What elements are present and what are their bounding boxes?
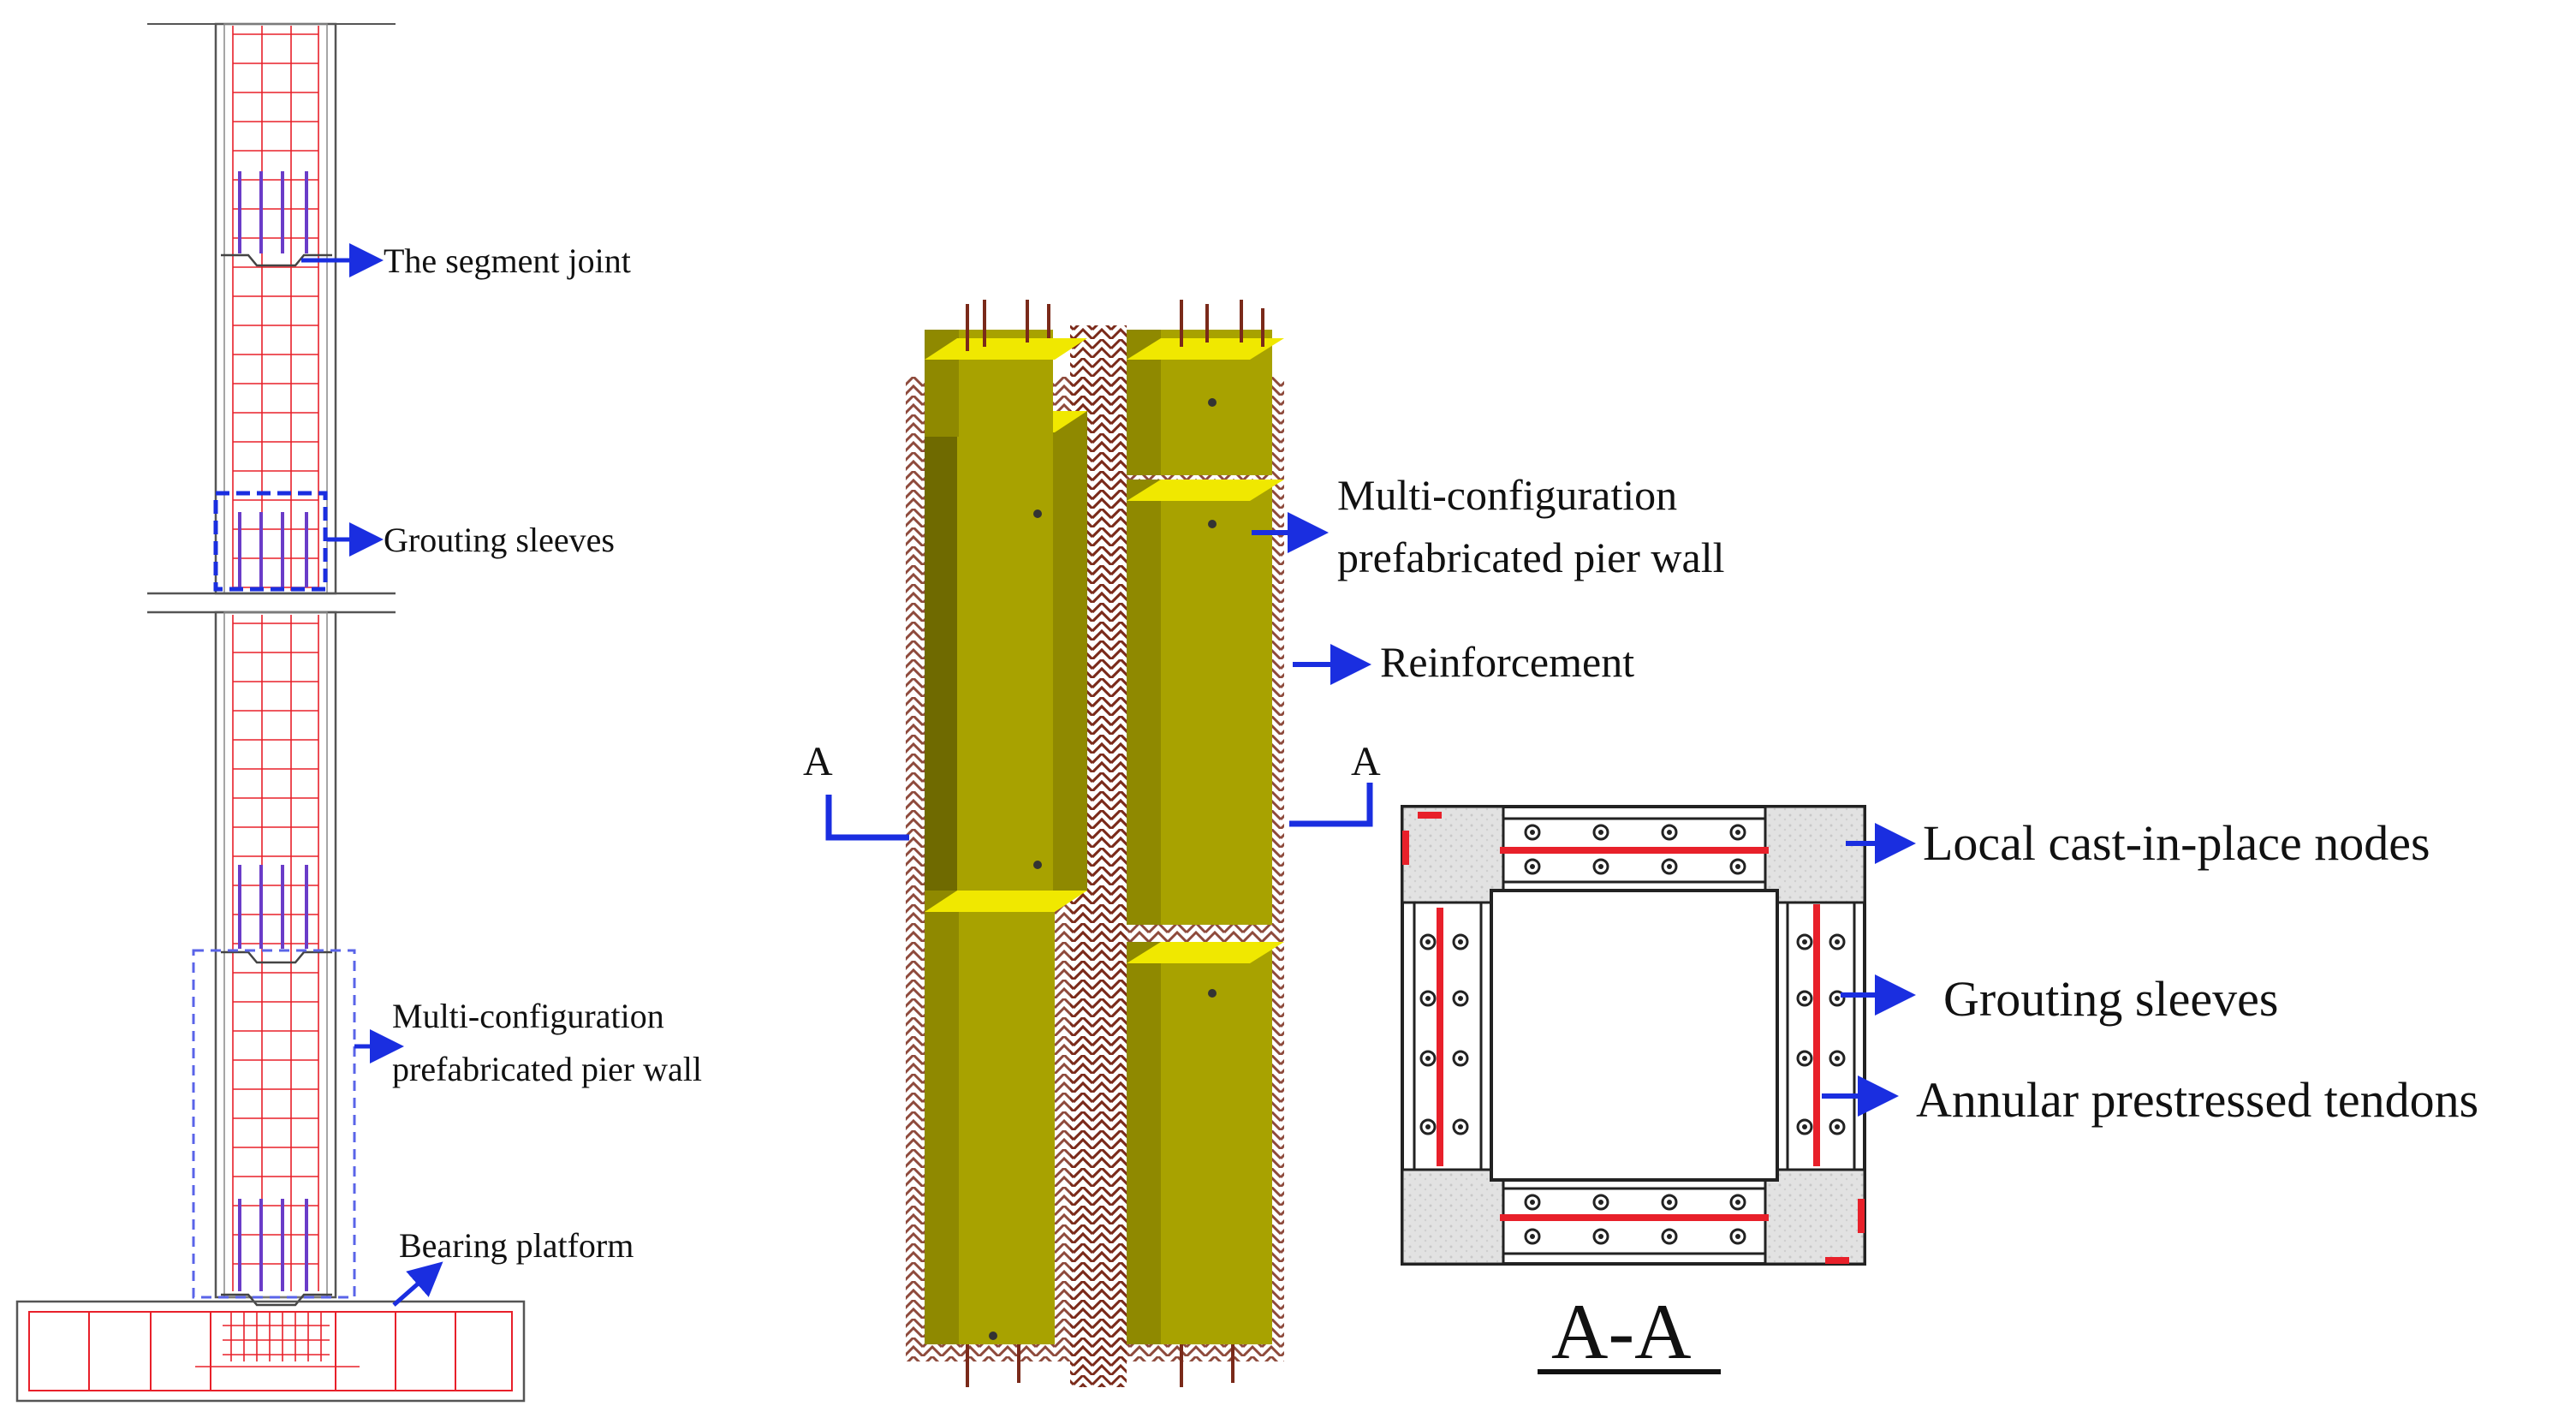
svg-text:Multi-configuration: Multi-configuration <box>392 997 664 1035</box>
sleeve-highlight-box <box>213 491 328 592</box>
upper-column <box>213 22 337 595</box>
grouting-sleeve-dots <box>1419 824 1846 1245</box>
lower-column <box>192 611 356 1307</box>
section-mark-right: A <box>1289 739 1381 827</box>
label-bearing-platform: Bearing platform <box>392 1226 634 1307</box>
wall-right-cap <box>1127 330 1284 475</box>
node-bottom-right <box>1764 1168 1866 1266</box>
svg-text:A: A <box>803 739 833 784</box>
node-top-right <box>1764 805 1866 904</box>
label-pier-wall-left: Multi-configuration prefabricated pier w… <box>354 997 702 1088</box>
label-segment-joint: The segment joint <box>301 241 631 280</box>
label-sleeves-section: Grouting sleeves <box>1841 971 2278 1027</box>
svg-text:A: A <box>1351 739 1381 784</box>
wall-right-lower <box>1127 942 1284 1344</box>
pier-wall-highlight-box <box>192 949 356 1299</box>
label-tendons: Annular prestressed tendons <box>1822 1072 2478 1128</box>
svg-text:Reinforcement: Reinforcement <box>1380 638 1634 686</box>
section-aa: A-A Local cast-in-place nodes Grouting s… <box>1401 805 2478 1375</box>
svg-text:Grouting sleeves: Grouting sleeves <box>1943 971 2278 1027</box>
wall-right-upper <box>1127 480 1284 925</box>
wall-left-upper <box>925 411 1087 912</box>
wall-left-cap <box>925 330 1087 437</box>
svg-text:Annular prestressed tendons: Annular prestressed tendons <box>1916 1072 2478 1128</box>
svg-text:Multi-configuration: Multi-configuration <box>1337 471 1677 519</box>
label-reinforcement: Reinforcement <box>1293 638 1634 686</box>
bearing-platform <box>15 1300 526 1403</box>
section-title: A-A <box>1551 1288 1692 1375</box>
svg-text:prefabricated pier wall: prefabricated pier wall <box>1337 533 1725 581</box>
model-3d: A A Multi-configuration prefabricated pi… <box>803 300 1725 1387</box>
annular-tendons <box>1402 812 1865 1264</box>
wall-left-lower <box>925 891 1087 1344</box>
node-top-left <box>1401 805 1505 904</box>
svg-text:prefabricated pier wall: prefabricated pier wall <box>392 1050 702 1088</box>
label-pier-wall-3d: Multi-configuration prefabricated pier w… <box>1252 471 1725 581</box>
section-mark-left: A <box>803 739 909 841</box>
svg-text:Local cast-in-place nodes: Local cast-in-place nodes <box>1923 815 2430 871</box>
svg-text:Bearing platform: Bearing platform <box>399 1226 634 1265</box>
svg-text:The segment joint: The segment joint <box>384 241 631 280</box>
elevation-drawing: The segment joint Grouting sleeves Multi… <box>15 22 702 1403</box>
label-grouting-sleeves-left: Grouting sleeves <box>327 521 615 559</box>
label-nodes: Local cast-in-place nodes <box>1846 815 2430 871</box>
svg-text:Grouting sleeves: Grouting sleeves <box>384 521 615 559</box>
node-bottom-left <box>1401 1168 1505 1266</box>
